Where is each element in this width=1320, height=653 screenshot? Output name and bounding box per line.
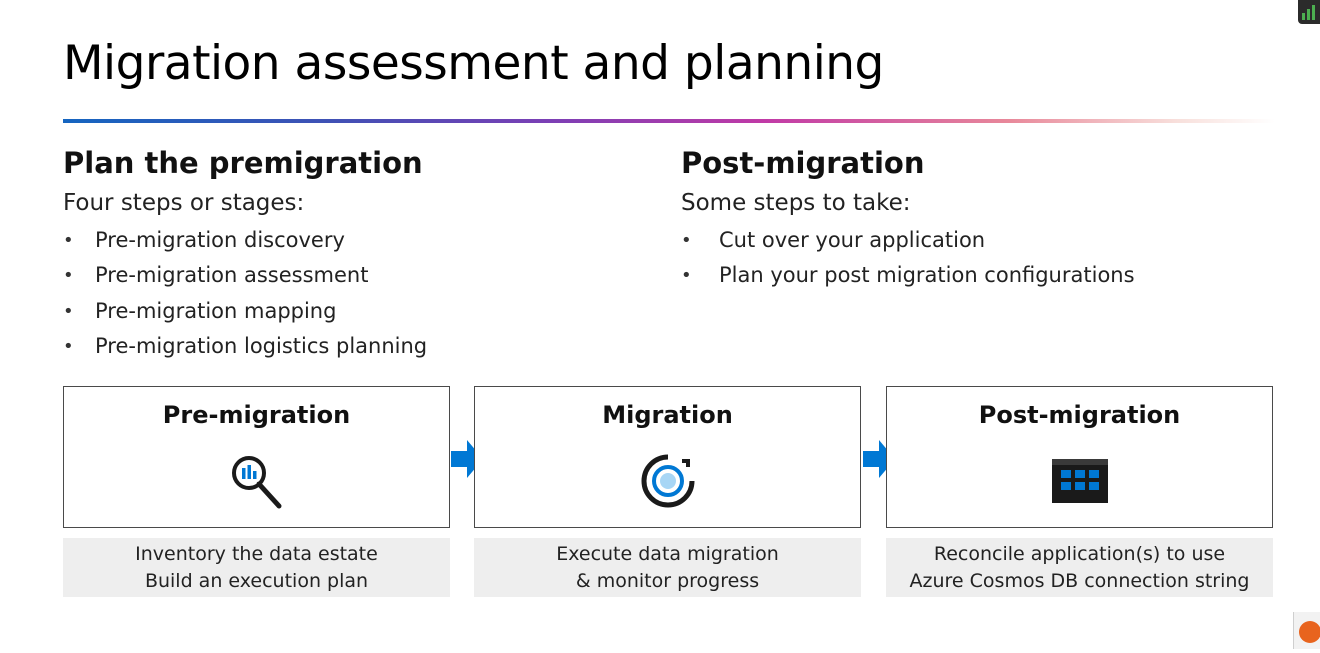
list-item: Cut over your application — [681, 223, 1281, 259]
stage-caption-postmigration: Reconcile application(s) to use Azure Co… — [886, 538, 1273, 597]
record-indicator-icon — [1293, 612, 1320, 649]
caption-line: Execute data migration — [556, 543, 779, 565]
postmigration-intro: Some steps to take: — [681, 189, 911, 216]
caption-line: Reconcile application(s) to use — [933, 543, 1226, 565]
list-item: Pre-migration assessment — [63, 258, 623, 294]
stage-title: Post-migration — [978, 401, 1181, 429]
magnifier-chart-icon — [227, 451, 287, 515]
postmigration-section: Post-migration Some steps to take: Cut o… — [681, 146, 1281, 294]
migration-sync-icon — [638, 451, 698, 515]
postmigration-list: Cut over your application Plan your post… — [681, 223, 1281, 294]
signal-bars-icon — [1298, 0, 1320, 24]
stage-card-postmigration: Post-migration — [886, 386, 1273, 528]
list-item: Pre-migration mapping — [63, 294, 623, 330]
stage-caption-premigration: Inventory the data estate Build an execu… — [63, 538, 450, 597]
list-item: Pre-migration logistics planning — [63, 329, 623, 365]
caption-line: Inventory the data estate — [135, 543, 378, 565]
stage-title: Pre-migration — [162, 401, 351, 429]
caption-line: Build an execution plan — [144, 570, 369, 592]
premigration-list: Pre-migration discovery Pre-migration as… — [63, 223, 623, 365]
gradient-divider — [63, 119, 1275, 123]
stage-card-migration: Migration — [474, 386, 861, 528]
stage-card-premigration: Pre-migration — [63, 386, 450, 528]
stage-title: Migration — [602, 401, 733, 429]
list-item: Plan your post migration configurations — [681, 258, 1281, 294]
stage-caption-migration: Execute data migration & monitor progres… — [474, 538, 861, 597]
caption-line: & monitor progress — [575, 570, 760, 592]
caption-line: Azure Cosmos DB connection string — [909, 570, 1250, 592]
list-item: Pre-migration discovery — [63, 223, 623, 259]
postmigration-heading: Post-migration — [681, 146, 925, 180]
premigration-intro: Four steps or stages: — [63, 189, 305, 216]
premigration-section: Plan the premigration Four steps or stag… — [63, 146, 623, 365]
slide-title: Migration assessment and planning — [63, 36, 884, 91]
premigration-heading: Plan the premigration — [63, 146, 423, 180]
app-window-grid-icon — [1051, 459, 1108, 507]
